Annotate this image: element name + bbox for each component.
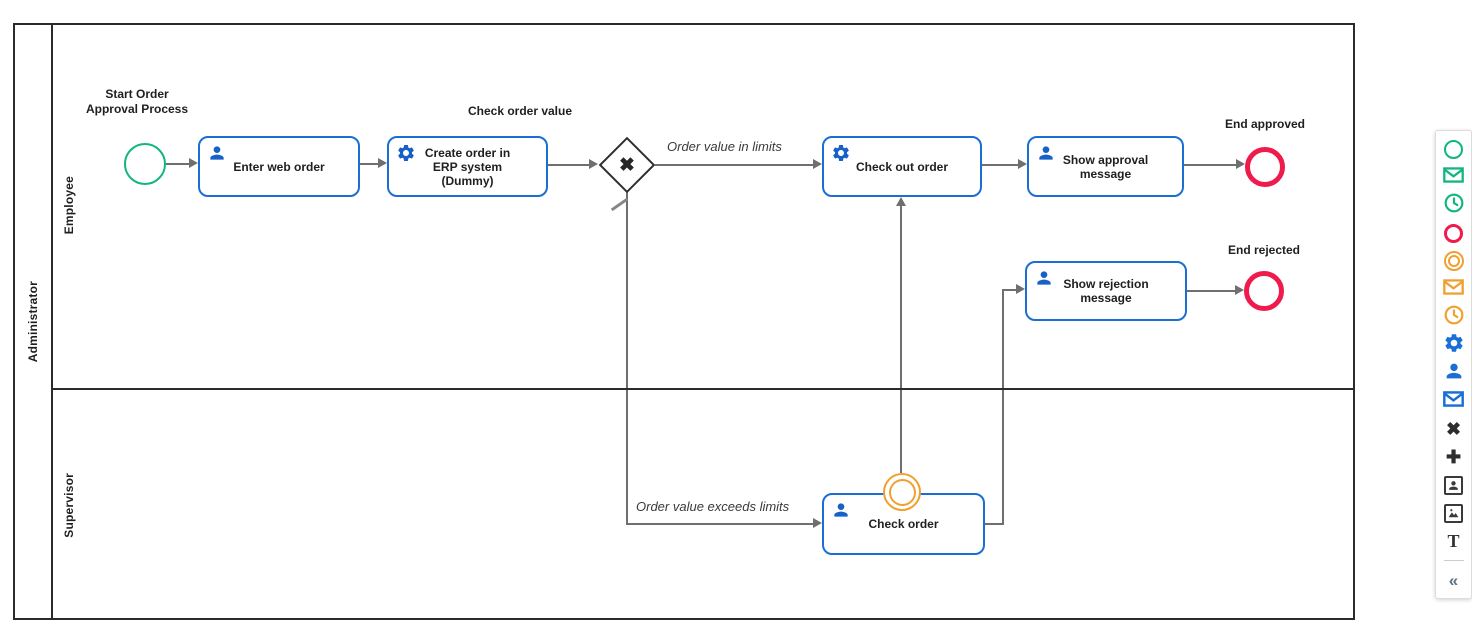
- arrowhead: [1018, 159, 1027, 169]
- task-label: Check order: [868, 517, 939, 531]
- arrowhead: [189, 158, 198, 168]
- lane-supervisor-label: Supervisor: [62, 472, 76, 538]
- user-task-icon: [1443, 360, 1465, 387]
- end-event-rejected[interactable]: [1244, 271, 1284, 311]
- task-show-approval-message[interactable]: Show approval message: [1027, 136, 1184, 197]
- boundary-event-inner-ring: [888, 478, 916, 506]
- arrowhead: [813, 159, 822, 169]
- start-event-icon: [1444, 139, 1463, 159]
- palette-text-annotation[interactable]: T: [1441, 530, 1467, 552]
- flow-check-out-to-show-approval[interactable]: [982, 164, 1019, 166]
- user-image-icon: [1444, 475, 1463, 495]
- task-label: Check out order: [855, 159, 948, 174]
- palette-send-task[interactable]: [1441, 390, 1467, 412]
- end-rejected-label: End rejected: [1227, 243, 1301, 257]
- palette-service-task[interactable]: [1441, 332, 1467, 359]
- pool-administrator[interactable]: Administrator: [13, 23, 1355, 620]
- palette-message-start-event[interactable]: [1441, 166, 1467, 188]
- flow-show-approval-to-end-approved[interactable]: [1184, 164, 1237, 166]
- end-event-approved[interactable]: [1245, 147, 1285, 187]
- start-event[interactable]: [124, 143, 166, 185]
- parallel-gateway-icon: ✚: [1445, 447, 1462, 467]
- lane-employee-label: Employee: [62, 176, 76, 235]
- service-task-icon: [831, 143, 851, 163]
- user-task-icon: [1034, 268, 1054, 288]
- palette-parallel-gateway[interactable]: ✚: [1441, 446, 1467, 468]
- gateway-x-marker: ✖: [619, 154, 635, 176]
- palette-message-intermediate-event[interactable]: [1441, 278, 1467, 300]
- palette-end-event[interactable]: [1441, 222, 1467, 244]
- arrowhead-up: [896, 197, 906, 206]
- end-event-icon: [1444, 223, 1463, 243]
- palette-exclusive-gateway[interactable]: ✖: [1441, 418, 1467, 440]
- palette-user-task[interactable]: [1441, 362, 1467, 384]
- lane-supervisor[interactable]: Supervisor: [52, 390, 86, 620]
- lane-divider[interactable]: [51, 388, 1355, 390]
- flow-check-order-to-show-rejection[interactable]: [985, 523, 1004, 525]
- flow-check-order-to-show-rejection-end[interactable]: [1002, 289, 1018, 291]
- palette-divider: [1443, 560, 1464, 561]
- collapse-chevrons-icon: «: [1448, 570, 1459, 590]
- condition-exceeds-limits-label: Order value exceeds limits: [636, 499, 790, 514]
- arrowhead: [1235, 285, 1244, 295]
- palette-image[interactable]: [1441, 502, 1467, 524]
- element-palette: ✖ ✚ T «: [1435, 130, 1472, 599]
- service-task-icon: [1443, 332, 1465, 359]
- palette-user-image[interactable]: [1441, 474, 1467, 496]
- task-check-out-order[interactable]: Check out order: [822, 136, 982, 197]
- boundary-event[interactable]: [883, 473, 921, 511]
- flow-gateway-default-vertical[interactable]: [626, 192, 628, 524]
- arrowhead: [813, 518, 822, 528]
- flow-gateway-to-check-out-order[interactable]: [655, 164, 814, 166]
- task-label: Show approval message: [1062, 152, 1149, 181]
- user-task-icon: [831, 500, 851, 520]
- image-icon: [1444, 503, 1463, 523]
- user-task-icon: [1036, 143, 1056, 163]
- send-task-icon: [1443, 390, 1464, 412]
- palette-start-event[interactable]: [1441, 138, 1467, 160]
- flow-enter-order-to-create-order[interactable]: [360, 163, 380, 165]
- palette-timer-start-event[interactable]: [1441, 193, 1467, 218]
- flow-create-order-to-gateway[interactable]: [548, 164, 590, 166]
- arrowhead: [589, 159, 598, 169]
- end-approved-label: End approved: [1224, 117, 1305, 131]
- message-start-event-icon: [1443, 166, 1464, 188]
- exclusive-gateway[interactable]: ✖: [598, 136, 656, 194]
- task-label: Enter web order: [233, 159, 325, 174]
- palette-timer-intermediate-event[interactable]: [1441, 305, 1467, 330]
- exclusive-gateway-icon: ✖: [1445, 419, 1462, 439]
- timer-intermediate-event-icon: [1444, 305, 1464, 330]
- lane-employee[interactable]: Employee: [52, 23, 86, 388]
- user-task-icon: [207, 143, 227, 163]
- flow-gateway-to-check-order[interactable]: [626, 523, 814, 525]
- text-annotation-icon: T: [1447, 530, 1460, 551]
- service-task-icon: [396, 143, 416, 163]
- task-create-order-erp[interactable]: Create order in ERP system (Dummy): [387, 136, 548, 197]
- flow-show-rejection-to-end-rejected[interactable]: [1187, 290, 1237, 292]
- task-label: Create order in ERP system (Dummy): [424, 145, 511, 188]
- palette-collapse-button[interactable]: «: [1441, 569, 1467, 591]
- pool-label-strip[interactable]: Administrator: [15, 25, 53, 618]
- flow-check-order-to-show-rejection-vertical[interactable]: [1002, 290, 1004, 525]
- flow-boundary-to-check-out-order[interactable]: [900, 206, 902, 473]
- start-event-label: Start Order Approval Process: [85, 87, 189, 116]
- flow-start-to-enter-order[interactable]: [166, 163, 191, 165]
- task-label: Show rejection message: [1063, 277, 1149, 305]
- arrowhead: [1236, 159, 1245, 169]
- arrowhead: [1016, 284, 1025, 294]
- task-enter-web-order[interactable]: Enter web order: [198, 136, 360, 197]
- timer-start-event-icon: [1444, 193, 1464, 218]
- task-show-rejection-message[interactable]: Show rejection message: [1025, 261, 1187, 321]
- create-order-annotation: Check order value: [467, 104, 573, 118]
- palette-intermediate-event[interactable]: [1441, 250, 1467, 272]
- intermediate-event-icon: [1443, 251, 1464, 271]
- arrowhead: [378, 158, 387, 168]
- condition-in-limits-label: Order value in limits: [667, 139, 782, 154]
- message-intermediate-event-icon: [1443, 278, 1464, 300]
- pool-label: Administrator: [26, 280, 40, 363]
